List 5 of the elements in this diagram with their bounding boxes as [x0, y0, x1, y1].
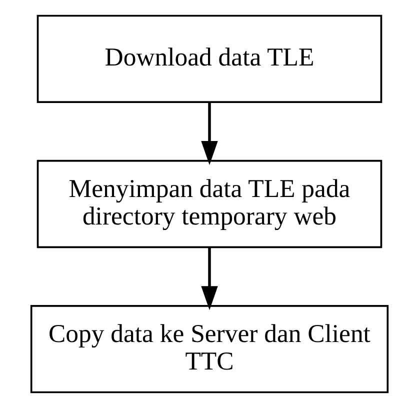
- node-box: Copy data ke Server dan Client TTC: [30, 305, 389, 394]
- arrow: [201, 102, 218, 165]
- node-box: Download data TLE: [36, 14, 382, 103]
- arrow: [201, 248, 218, 310]
- node-box: Menyimpan data TLE pada directory temporary web: [36, 160, 382, 248]
